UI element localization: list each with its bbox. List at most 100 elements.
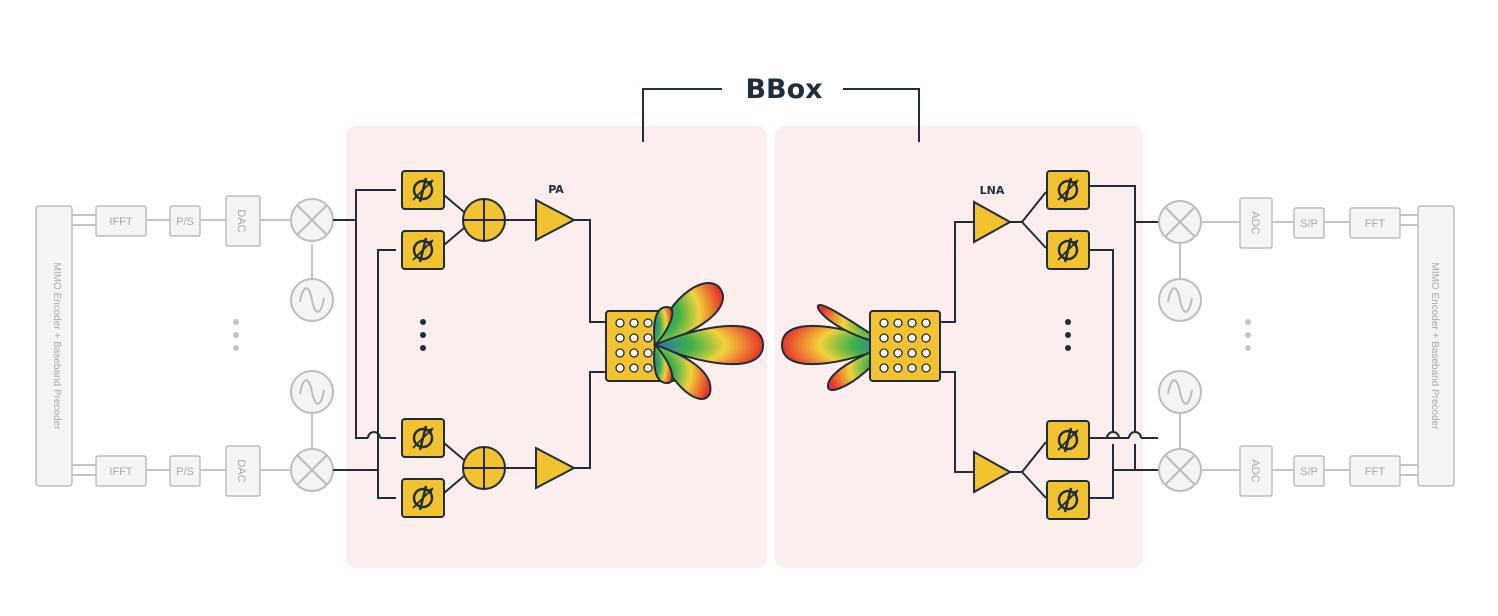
dac-label: DAC [235,459,247,482]
combiner-icon [462,198,506,242]
dac-block [225,445,261,497]
oscillator-icon [1158,278,1202,322]
oscillator-icon [290,278,334,322]
antenna-element [921,333,931,343]
fft-block [1349,207,1401,239]
fft-label: FFT [1365,218,1385,230]
antenna-element [879,333,889,343]
ifft-label: IFFT [109,216,132,228]
phase-shifter-icon [1045,479,1091,521]
antenna-element [629,363,639,373]
phase-shifter-icon [400,477,446,519]
antenna-element [921,318,931,328]
adc-block [1239,197,1273,249]
tx-analog-wiring [333,189,606,499]
adc-label: ADC [1249,459,1261,482]
phase-shifter-icon [400,229,446,271]
antenna-element [907,333,917,343]
mixer-icon [290,448,334,492]
rx-chain-bottom: ADC S/P FFT [1158,370,1401,497]
rx-chain-top: ADC S/P FFT [1158,197,1401,322]
right-gray-wiring [1179,214,1418,476]
beam-pattern-icon [652,324,765,366]
lna-label: LNA [980,184,1005,197]
rx-antenna-array [869,310,941,382]
tx-ellipsis [420,319,426,351]
amplifier-icon [973,450,1013,494]
sp-block [1293,207,1325,239]
mixer-icon [1158,200,1202,244]
mixer-icon [290,198,334,242]
fft-label: FFT [1365,466,1385,478]
antenna-element [893,333,903,343]
rx-amplifiers: LNA [973,184,1013,494]
phase-shifter-icon [400,169,446,211]
antenna-element [907,363,917,373]
antenna-element [879,318,889,328]
beam-pattern-icon [653,305,674,348]
ps-block [169,455,201,487]
antenna-element [921,348,931,358]
amplifier-icon [535,198,577,242]
phase-shifter-icon [1045,419,1091,461]
right-encoder-block: MIMO Encoder + Baseband Precoder [1417,205,1455,487]
right-encoder-label: MIMO Encoder + Baseband Precoder [1429,262,1440,430]
fft-block [1349,455,1401,487]
antenna-element [615,333,625,343]
left-encoder-label: MIMO Encoder + Baseband Precoder [51,262,62,430]
tx-panel [346,126,767,568]
antenna-element [643,363,653,373]
antenna-element [643,318,653,328]
sp-block [1293,455,1325,487]
antenna-element [907,318,917,328]
phase-shifter-icon [1045,229,1091,271]
antenna-element [615,363,625,373]
tx-beam-pattern [652,282,765,400]
adc-block [1239,445,1273,497]
amplifier-icon [973,200,1013,244]
bbox-bracket: BBox [642,74,920,142]
tx-chain-bottom: IFFT P/S DAC [95,370,334,497]
amplifier-icon [535,446,577,490]
antenna-element [907,348,917,358]
mixer-icon [1158,448,1202,492]
beam-pattern-icon [653,342,674,385]
dac-block [225,195,261,247]
antenna-element [879,348,889,358]
sp-label: S/P [1300,218,1318,230]
right-gray-ellipsis [1245,319,1251,351]
left-encoder-block: MIMO Encoder + Baseband Precoder [35,205,73,487]
antenna-element [643,333,653,343]
dac-label: DAC [235,209,247,232]
left-gray-ellipsis [233,319,239,351]
ps-block [169,205,201,237]
ifft-label: IFFT [109,466,132,478]
rx-analog-wiring [940,185,1158,499]
antenna-element [629,348,639,358]
antenna-elements [879,318,931,373]
phase-shifter-icon [400,417,446,459]
phase-shifter-icon [1045,169,1091,211]
antenna-element [893,348,903,358]
ps-label: P/S [176,466,194,478]
antenna-element [879,363,889,373]
left-gray-wiring [72,214,313,476]
ifft-block [95,455,147,487]
oscillator-icon [290,370,334,414]
antenna-element [615,318,625,328]
antenna-element [893,318,903,328]
adc-label: ADC [1249,211,1261,234]
combiner-icon [462,446,506,490]
antenna-element [893,363,903,373]
rx-ellipsis [1065,319,1071,351]
oscillator-icon [1158,370,1202,414]
bbox-title: BBox [745,74,822,105]
antenna-element [921,363,931,373]
pa-label: PA [548,183,564,196]
tx-chain-top: IFFT P/S DAC [95,195,334,322]
sp-label: S/P [1300,466,1318,478]
antenna-element [615,348,625,358]
ifft-block [95,205,147,237]
